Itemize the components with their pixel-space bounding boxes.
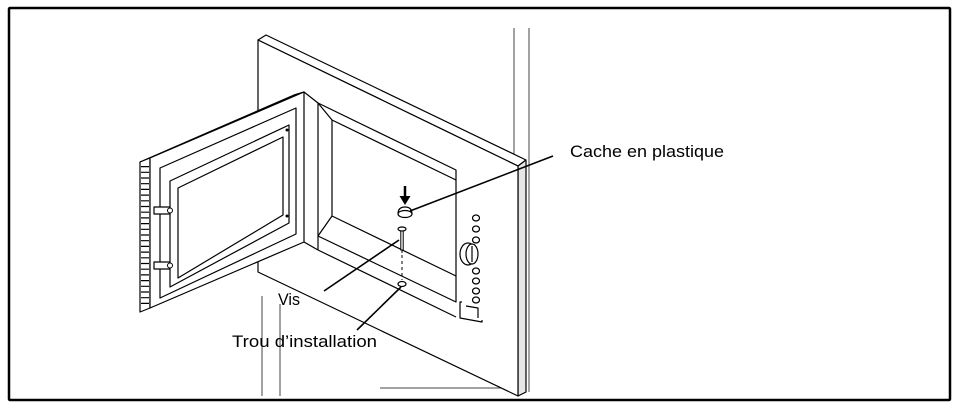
control-button[interactable] bbox=[471, 225, 481, 233]
leader-screw bbox=[323, 239, 400, 292]
door-release-outline bbox=[459, 301, 483, 323]
control-button[interactable] bbox=[471, 277, 481, 285]
control-button[interactable] bbox=[471, 296, 481, 304]
door-release-inner bbox=[465, 305, 479, 318]
door-hinge-bottom bbox=[153, 261, 173, 270]
door-window-outer bbox=[169, 124, 290, 288]
cavity-ceiling-back-edge bbox=[331, 119, 457, 181]
door-hinge-edge-bottom bbox=[303, 241, 319, 251]
screw-assembly bbox=[397, 186, 413, 288]
control-button[interactable] bbox=[471, 236, 481, 244]
screw bbox=[397, 226, 407, 253]
microwave bbox=[257, 34, 527, 397]
door-hinge-edge-top bbox=[303, 91, 319, 104]
hinge-pin bbox=[167, 207, 173, 214]
control-button[interactable] bbox=[471, 214, 481, 222]
microwave-door bbox=[139, 91, 319, 313]
door-latch-top bbox=[285, 128, 289, 132]
cap-rim bbox=[397, 209, 413, 219]
door-window-inner bbox=[177, 136, 284, 279]
cavity-bottom-left-corner bbox=[317, 215, 333, 237]
cavity-top-left-corner bbox=[317, 102, 333, 121]
label-plastic-cap: Cache en plastique bbox=[570, 142, 724, 161]
arrow-head bbox=[399, 196, 411, 205]
trim-right-bevel bbox=[517, 159, 527, 397]
control-panel bbox=[459, 214, 483, 323]
plastic-cap bbox=[397, 206, 413, 219]
door-hinge-top bbox=[153, 206, 173, 215]
control-button[interactable] bbox=[471, 267, 481, 275]
hinge-pin bbox=[167, 262, 173, 269]
door-latch-bottom bbox=[285, 214, 289, 218]
label-installation-hole: Trou d’installation bbox=[232, 332, 377, 351]
screw-head bbox=[397, 226, 407, 232]
cavity-sill-lip bbox=[317, 249, 457, 318]
cavity-floor-back-edge bbox=[331, 215, 457, 277]
oven-cavity bbox=[317, 102, 457, 303]
control-knob[interactable] bbox=[459, 242, 479, 266]
down-arrow-icon bbox=[399, 186, 411, 205]
door-inner-border bbox=[159, 107, 297, 299]
leader-plastic-cap bbox=[409, 155, 554, 212]
control-button[interactable] bbox=[471, 287, 481, 295]
door-release-button[interactable] bbox=[459, 301, 483, 323]
installation-hole bbox=[397, 280, 407, 288]
leader-installation-hole bbox=[356, 286, 402, 331]
screw-shaft bbox=[400, 230, 404, 251]
label-screw: Vis bbox=[278, 290, 300, 309]
